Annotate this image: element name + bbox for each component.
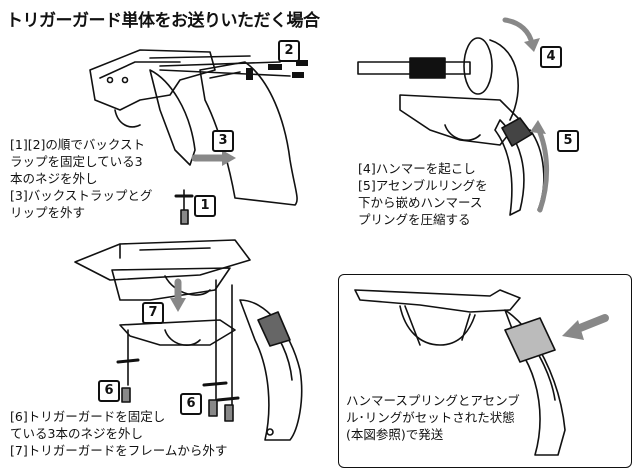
shipped-assembly-drawing [354, 289, 566, 456]
step-badge-4: 4 [540, 46, 562, 68]
caption-steps-4-5: [4]ハンマーを起こし [5]アセンブルリングを 下から嵌めハンマース プリング… [358, 161, 488, 227]
step-badge-6b: 6 [180, 393, 202, 415]
caption-steps-1-3: [1][2]の順でバックスト ラップを固定している3 本のネジを外し [3]バッ… [10, 137, 153, 220]
step-badge-7: 7 [142, 302, 164, 324]
step-badge-6a: 6 [98, 380, 120, 402]
step-badge-2: 2 [278, 40, 300, 62]
page-title: トリガーガード単体をお送りいただく場合 [6, 11, 320, 31]
shipping-note-text: ハンマースプリングとアセンブ ル･リングがセットされた状態 (本図参照)で発送 [346, 393, 520, 442]
shipping-note-box [338, 274, 632, 468]
step-badge-1: 1 [194, 195, 216, 217]
step-badge-5: 5 [557, 130, 579, 152]
trigger-guard-drawing [74, 239, 303, 441]
step-badge-3: 3 [212, 130, 234, 152]
frame-with-grip-drawing [89, 49, 298, 206]
caption-steps-6-7: [6]トリガーガードを固定し ている3本のネジを外し [7]トリガーガードをフレ… [10, 409, 228, 458]
